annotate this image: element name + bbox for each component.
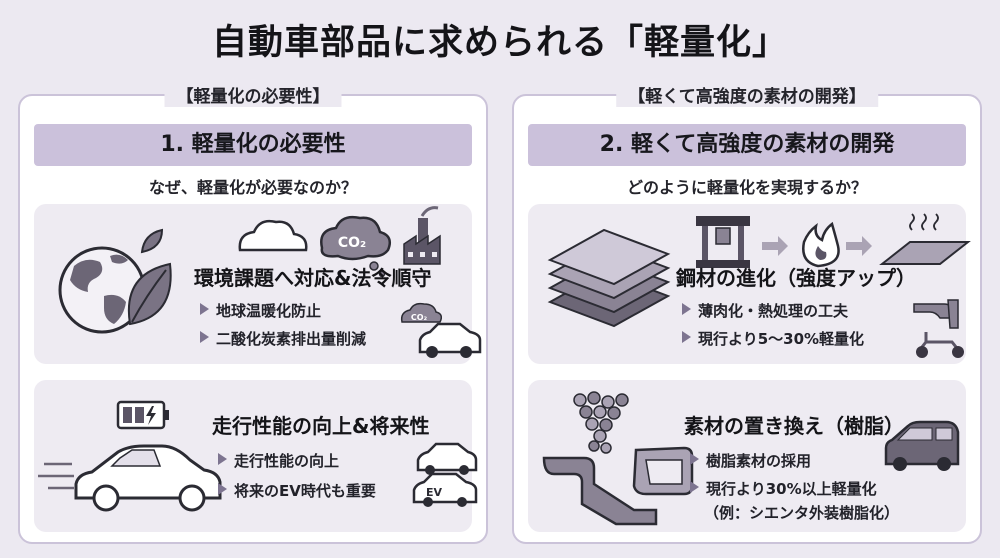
bullet-text: 現行より30%以上軽量化 xyxy=(706,480,877,498)
bullet-ev-future: 将来のEV時代も重要 xyxy=(218,480,376,501)
bullet-text: 樹脂素材の採用 xyxy=(706,452,812,470)
leaf-icon xyxy=(127,228,172,326)
right-panel: 【軽くて高強度の素材の開発】 2. 軽くて高強度の素材の開発 どのように軽量化を… xyxy=(512,82,982,544)
environment-illustration: CO₂ CO₂ xyxy=(58,206,482,358)
bullet-text: 走行性能の向上 xyxy=(234,452,340,470)
battery-icon xyxy=(116,400,169,430)
left-section-title: 1. 軽量化の必要性 xyxy=(34,124,472,166)
steel-heading: 鋼材の進化（強度アップ） xyxy=(676,266,916,290)
resin-card: 素材の置き換え（樹脂） 樹脂素材の採用 現行より30%以上軽量化 （例：シエンタ… xyxy=(528,380,966,532)
bullet-marker-icon xyxy=(218,483,227,495)
bullet-marker-icon xyxy=(218,453,227,465)
chassis-icon xyxy=(916,332,964,358)
cloud-icon xyxy=(238,219,308,252)
press-icon xyxy=(696,216,750,268)
resin-pellets-icon xyxy=(573,391,629,454)
bullet-text: 現行より5～30%軽量化 xyxy=(698,330,865,348)
bullet-driving-performance: 走行性能の向上 xyxy=(218,450,339,471)
bullet-text: 地球温暖化防止 xyxy=(216,302,322,320)
performance-illustration: EV xyxy=(38,400,478,512)
bullet-text: 薄肉化・熱処理の工夫 xyxy=(698,302,849,320)
bullet-co2-reduction: 二酸化炭素排出量削減 xyxy=(200,328,366,349)
left-question: なぜ、軽量化が必要なのか？ xyxy=(148,178,357,197)
bullet-global-warming: 地球温暖化防止 xyxy=(200,300,321,321)
environment-heading: 環境課題へ対応&法令順守 xyxy=(194,266,432,290)
arrow-right-icon xyxy=(762,236,788,256)
bullet-thin-heat-treatment: 薄肉化・熱処理の工夫 xyxy=(682,300,848,321)
ev-car-icon: EV xyxy=(412,472,478,507)
bullet-marker-icon xyxy=(690,481,699,493)
small-co2-label: CO₂ xyxy=(411,313,428,322)
bullet-marker-icon xyxy=(690,453,699,465)
performance-heading: 走行性能の向上&将来性 xyxy=(212,414,430,438)
minivan-icon xyxy=(884,420,960,471)
car-icon xyxy=(418,322,482,358)
bullet-text: 二酸化炭素排出量削減 xyxy=(216,330,367,348)
flame-icon xyxy=(802,221,840,268)
page-title: 自動車部品に求められる「軽量化」 xyxy=(211,23,788,63)
co2-cloud-icon: CO₂ xyxy=(320,215,391,278)
arrow-right-icon xyxy=(846,236,872,256)
sedan-icon xyxy=(38,444,222,512)
hot-plate-icon xyxy=(879,213,971,265)
steel-card: 鋼材の進化（強度アップ） 薄肉化・熱処理の工夫 現行より5～30%軽量化 xyxy=(528,204,971,364)
left-panel: 【軽量化の必要性】 1. 軽量化の必要性 なぜ、軽量化が必要なのか？ xyxy=(18,82,488,544)
right-section-title: 2. 軽くて高強度の素材の開発 xyxy=(528,124,966,166)
resin-heading: 素材の置き換え（樹脂） xyxy=(684,414,904,438)
co2-cloud-label: CO₂ xyxy=(338,235,366,251)
bullet-steel-reduction: 現行より5～30%軽量化 xyxy=(682,328,864,349)
performance-card: EV 走行性能の向上&将来性 走行性能の向上 将来のEV時代も重要 xyxy=(34,380,478,532)
bullet-marker-icon xyxy=(682,303,691,315)
environment-card: CO₂ CO₂ 環境課題へ対応&法令順守 地球温暖化防止 二酸化炭素排出量削減 xyxy=(34,204,482,364)
resin-frame-icon xyxy=(632,446,694,496)
steel-illustration xyxy=(547,213,971,358)
bullet-marker-icon xyxy=(200,331,209,343)
resin-example-note: （例：シエンタ外装樹脂化） xyxy=(704,504,900,522)
bullet-resin-adoption: 樹脂素材の採用 xyxy=(690,450,811,471)
bullet-marker-icon xyxy=(200,303,209,315)
body-part-icon xyxy=(913,299,959,329)
ev-badge: EV xyxy=(426,486,443,499)
left-panel-label: 【軽量化の必要性】 xyxy=(164,82,342,107)
resin-part-icon xyxy=(542,456,658,526)
car-icon xyxy=(416,442,478,475)
bullet-resin-reduction: 現行より30%以上軽量化 xyxy=(690,478,877,499)
bullet-text: 将来のEV時代も重要 xyxy=(234,482,376,500)
right-panel-label: 【軽くて高強度の素材の開発】 xyxy=(616,82,878,107)
small-co2-cloud-icon: CO₂ xyxy=(400,302,443,323)
steel-sheets-icon xyxy=(547,228,671,328)
resin-illustration xyxy=(542,391,960,526)
factory-icon xyxy=(403,206,441,265)
bullet-marker-icon xyxy=(682,331,691,343)
right-question: どのように軽量化を実現するか？ xyxy=(626,178,867,197)
